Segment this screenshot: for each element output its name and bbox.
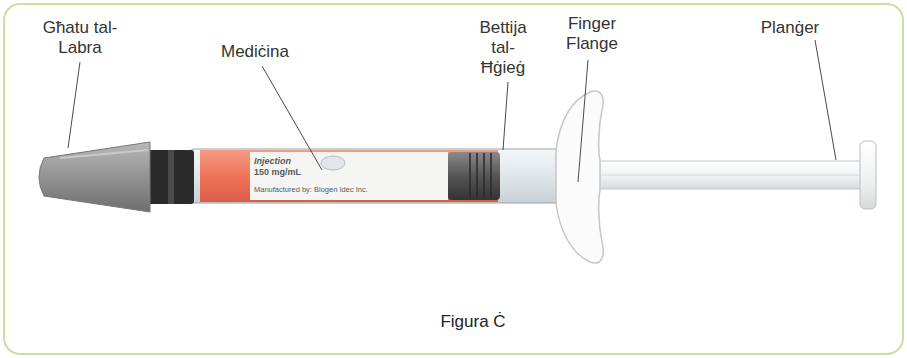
glass-barrel (190, 149, 562, 203)
product-text: Injection (254, 156, 291, 167)
stopper-rib (476, 153, 478, 199)
part-label: Bettija tal-Ħġieġ (470, 18, 536, 78)
leader-line (262, 66, 322, 170)
stopper-rib (483, 153, 485, 199)
label-window (250, 152, 448, 200)
plunger-rod (560, 161, 866, 189)
part-label: Planġer (745, 18, 835, 38)
part-label: Finger Flange (560, 14, 624, 54)
stopper-rib (490, 153, 492, 199)
part-label: Għatu tal-Labra (30, 18, 130, 58)
collar-ring (168, 150, 174, 204)
finger-flange (556, 91, 603, 263)
leader-line (503, 82, 508, 150)
frame (4, 4, 903, 354)
leader-line (578, 60, 588, 182)
figure-caption: Figura Ċ (440, 312, 505, 332)
part-label: Mediċina (205, 42, 305, 62)
rod-rib (562, 175, 862, 176)
shield-collar (148, 150, 194, 204)
product-text: Manufactured by: Biogen Idec Inc. (254, 184, 368, 195)
leader-line (815, 40, 836, 160)
product-text: 150 mg/mL (254, 167, 301, 178)
cap-highlight (60, 150, 148, 158)
stopper (448, 152, 500, 200)
plunger-head (860, 141, 876, 209)
air-bubble (321, 156, 345, 170)
needle-cap (39, 142, 150, 212)
stopper-rib (469, 153, 471, 199)
leader-lines (68, 40, 836, 182)
leader-line (68, 62, 80, 148)
